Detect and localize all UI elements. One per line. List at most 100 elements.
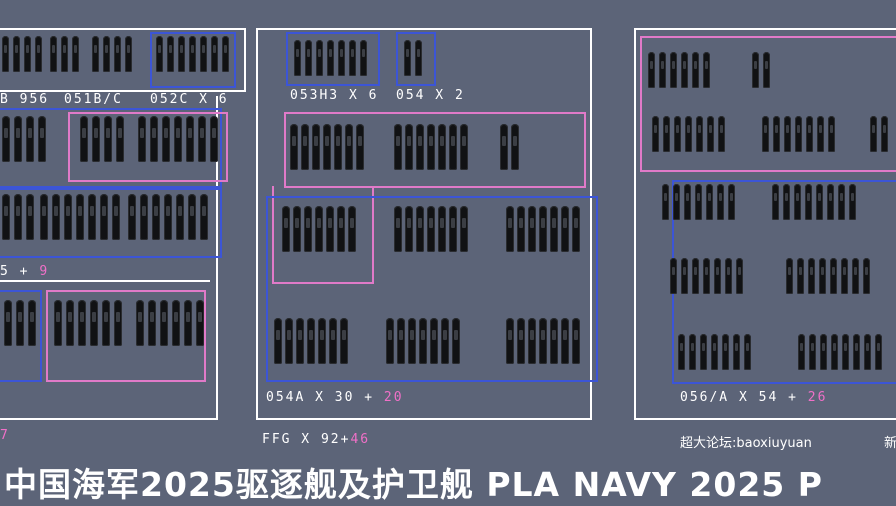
ship-icon	[416, 124, 424, 170]
ship-icon	[164, 194, 172, 240]
ship-icon	[809, 334, 816, 370]
ship-icon	[684, 184, 691, 220]
ship-icon	[152, 194, 160, 240]
ship-icon	[323, 124, 331, 170]
ship-icon	[14, 194, 22, 240]
ship-icon	[725, 258, 732, 294]
ship-icon	[315, 206, 323, 252]
ship-icon	[28, 300, 36, 346]
ship-icon	[348, 206, 356, 252]
ship-icon	[360, 40, 367, 76]
ship-icon	[864, 334, 871, 370]
ship-icon	[681, 52, 688, 88]
ship-icon	[773, 116, 780, 152]
ship-icon	[728, 184, 735, 220]
ship-icon	[80, 116, 88, 162]
group-052c	[150, 32, 236, 88]
ship-icon	[681, 258, 688, 294]
ship-icon	[72, 36, 79, 72]
ship-icon	[394, 124, 402, 170]
ship-icon	[692, 258, 699, 294]
ship-icon	[449, 206, 457, 252]
destroyer-panel-lower	[0, 96, 218, 420]
ship-icon	[830, 258, 837, 294]
count-added: 9	[39, 264, 50, 279]
ship-icon	[2, 36, 9, 72]
ship-icon	[550, 318, 558, 364]
ship-icon	[329, 318, 337, 364]
ship-icon	[136, 300, 144, 346]
ship-icon	[430, 318, 438, 364]
ship-icon	[307, 318, 315, 364]
ship-icon	[808, 258, 815, 294]
ship-icon	[662, 184, 669, 220]
ship-icon	[820, 334, 827, 370]
label-054: 054 X 2	[396, 88, 465, 103]
ship-icon	[140, 194, 148, 240]
ship-icon	[706, 184, 713, 220]
ship-icon	[852, 258, 859, 294]
ship-icon	[26, 116, 34, 162]
ship-icon	[90, 300, 98, 346]
ship-icon	[54, 300, 62, 346]
ship-icon	[174, 116, 182, 162]
ship-icon	[670, 52, 677, 88]
total-added: 46	[350, 432, 371, 447]
ship-icon	[405, 124, 413, 170]
ship-icon	[744, 334, 751, 370]
ship-icon	[394, 206, 402, 252]
ship-icon	[301, 124, 309, 170]
ship-icon	[561, 318, 569, 364]
ship-icon	[200, 194, 208, 240]
ship-icon	[100, 194, 108, 240]
ship-icon	[819, 258, 826, 294]
ship-icon	[849, 184, 856, 220]
ship-icon	[334, 124, 342, 170]
count-prefix: 056/A X 54 +	[680, 390, 798, 405]
ship-icon	[717, 184, 724, 220]
ship-icon	[40, 194, 48, 240]
ship-icon	[167, 36, 174, 72]
ship-icon	[817, 116, 824, 152]
ship-icon	[116, 116, 124, 162]
ship-icon	[156, 36, 163, 72]
ship-icon	[304, 206, 312, 252]
ship-icon	[841, 258, 848, 294]
ship-icon	[678, 334, 685, 370]
ship-icon	[438, 206, 446, 252]
group-054	[396, 32, 436, 86]
group-054a	[266, 196, 598, 382]
ship-icon	[805, 184, 812, 220]
ship-icon	[176, 194, 184, 240]
ship-icon	[2, 194, 10, 240]
ship-icon	[160, 300, 168, 346]
ship-icon	[827, 184, 834, 220]
ship-icon	[772, 184, 779, 220]
ship-icon	[736, 258, 743, 294]
ship-icon	[327, 40, 334, 76]
ship-icon	[13, 36, 20, 72]
ship-icon	[150, 116, 158, 162]
ship-icon	[349, 40, 356, 76]
ship-icon	[752, 52, 759, 88]
ship-icon	[293, 206, 301, 252]
ship-icon	[405, 206, 413, 252]
destroyer-panel	[0, 28, 246, 92]
ship-icon	[663, 116, 670, 152]
ship-icon	[506, 206, 514, 252]
ship-icon	[92, 36, 99, 72]
ship-icon	[196, 300, 204, 346]
group-052d-row1	[0, 108, 222, 188]
ship-icon	[148, 300, 156, 346]
ship-icon	[685, 116, 692, 152]
ship-icon	[795, 116, 802, 152]
ship-icon	[550, 206, 558, 252]
ship-icon	[784, 116, 791, 152]
ship-icon	[285, 318, 293, 364]
ship-icon	[783, 184, 790, 220]
ship-icon	[870, 116, 877, 152]
ship-icon	[714, 258, 721, 294]
ship-icon	[528, 206, 536, 252]
ship-icon	[64, 194, 72, 240]
ship-icon	[798, 334, 805, 370]
